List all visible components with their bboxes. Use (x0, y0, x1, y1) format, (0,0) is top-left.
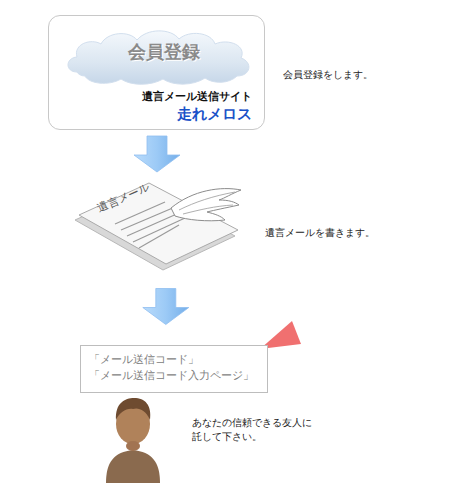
cloud-outline (68, 31, 249, 84)
arrow-body (134, 136, 180, 172)
text-group: 「メール送信コード」「メール送信コード入力ページ」 (89, 352, 254, 384)
text-line (139, 225, 179, 248)
text-line (133, 218, 185, 242)
node-text: 「メール送信コード入力ページ」 (89, 368, 254, 384)
node-text: 走れメロス (142, 104, 252, 124)
wing-feather (183, 205, 233, 214)
wing (171, 189, 241, 221)
code-box: 「メール送信コード」「メール送信コード入力ページ」 (80, 345, 268, 393)
site-box: 遺言メール送信サイト走れメロス 会員登録 (48, 15, 265, 130)
person-icon (106, 398, 160, 483)
paper-node: 遺言メール (75, 178, 240, 268)
wing-feather (179, 192, 235, 210)
note-label: 遺言メールを書きます。 (265, 226, 405, 240)
cloud-node: 会員登録 (63, 24, 253, 86)
note-label: あなたの信頼できる友人に 託して下さい。 (192, 416, 318, 444)
text-group: 遺言メール送信サイト走れメロス (142, 90, 252, 124)
arrow-body (143, 289, 189, 325)
note-label: 会員登録をします。 (283, 68, 403, 82)
block-arrow (134, 136, 180, 172)
text-group: 会員登録 (63, 24, 253, 86)
block-arrow (143, 289, 189, 325)
node-text: 遺言メール送信サイト (142, 90, 252, 104)
node-text: 会員登録 (128, 40, 200, 64)
node-text: 「メール送信コード」 (89, 352, 254, 368)
paper-illustration (75, 178, 240, 268)
